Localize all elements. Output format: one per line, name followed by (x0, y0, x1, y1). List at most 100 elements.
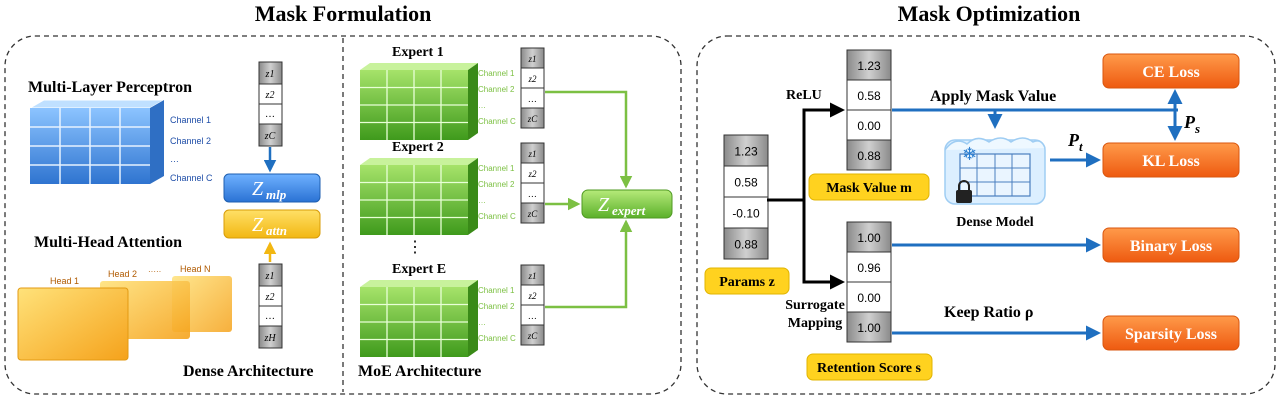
optimization-arrows (892, 89, 1183, 341)
expert-z-value: … (528, 311, 536, 321)
retention-label: Retention Score s (817, 361, 921, 376)
value-text: 0.00 (857, 291, 881, 305)
value-cell (846, 281, 892, 313)
apply-mask-label: Apply Mask Value (930, 88, 1056, 105)
z-top-1: z1 (265, 69, 275, 80)
params-label-box (704, 267, 790, 295)
value-text: 1.00 (857, 231, 881, 245)
params-column: 1.230.58-0.100.88 (723, 134, 769, 260)
value-text: 1.23 (734, 145, 758, 159)
svg-text:❄: ❄ (962, 144, 977, 164)
value-text: 0.58 (734, 176, 758, 190)
mha-label: Multi-Head Attention (34, 234, 182, 251)
z-bottom-ellipsis: … (265, 311, 275, 322)
expert-z-value: zC (527, 114, 539, 124)
expert-channel-label: Channel C (478, 334, 516, 343)
value-text: 0.88 (857, 149, 881, 163)
value-cell (723, 165, 769, 198)
expert-grid-top (360, 63, 478, 70)
retention-label-box (806, 353, 933, 381)
p-s-symbol: Ps (1183, 112, 1200, 136)
mask-value-column: 1.23 0.58 0.00 0.88 (846, 49, 892, 171)
z-column-channels (258, 61, 283, 147)
expert-channel-label: Channel C (478, 212, 516, 221)
ce-loss-box: CE Loss (1102, 53, 1240, 89)
head-n: Head N (180, 264, 211, 274)
p-t-symbol: Pt (1067, 130, 1083, 154)
expert-z-value: … (528, 94, 536, 104)
head-2: Head 2 (108, 269, 137, 279)
relu-label: ReLU (786, 88, 822, 103)
dense-model-icon: ❄ (944, 137, 1046, 205)
value-cell (846, 311, 892, 343)
head-1: Head 1 (50, 276, 79, 286)
expert-2: Expert 2 Channel 1 Channel 2 … Channel C z1 z2… (360, 140, 545, 235)
expert-z-cell (520, 202, 545, 224)
expert-channel-label: … (478, 318, 486, 327)
z-top-c: zC (264, 131, 276, 142)
z-attn-symbol: Z (252, 214, 264, 236)
expert-grid-side (468, 63, 478, 140)
value-cell (846, 251, 892, 283)
expert-z-value: zC (527, 209, 539, 219)
attention-heads-icon (17, 276, 232, 361)
expert-grid-top (360, 280, 478, 287)
value-cell (723, 134, 769, 167)
expert-z-value: z2 (527, 169, 537, 179)
expert-channel-label: … (478, 196, 486, 205)
value-text: 1.23 (857, 59, 881, 73)
value-text: 0.00 (857, 119, 881, 133)
value-cell (846, 109, 892, 141)
z-attn-subscript: attn (266, 223, 287, 238)
z-expert-box (581, 189, 673, 219)
value-cell (846, 221, 892, 253)
kl-loss-box: KL Loss (1102, 142, 1240, 178)
z-mlp-box (223, 173, 321, 203)
value-text: 0.58 (857, 89, 881, 103)
optimization-panel (696, 35, 1276, 395)
value-cell (846, 79, 892, 111)
expert-z-value: z1 (527, 271, 536, 281)
mlp-channel-2: Channel 2 (170, 136, 211, 146)
expert-label: Expert 1 (392, 45, 444, 60)
value-text: -0.10 (732, 207, 760, 221)
expert-channel-label: Channel 2 (478, 180, 515, 189)
dense-model-label: Dense Model (956, 215, 1033, 230)
kl-loss-label: KL Loss (1142, 153, 1199, 170)
binary-loss-label: Binary Loss (1130, 238, 1212, 255)
expert-grid-side (468, 158, 478, 235)
z-bottom-2: z2 (265, 292, 275, 303)
mlp-label: Multi-Layer Perceptron (28, 79, 192, 96)
z-mlp-symbol: Z (252, 178, 264, 200)
z-column-heads (258, 263, 283, 349)
expert-channel-label: Channel 2 (478, 85, 515, 94)
formulation-panel (4, 35, 682, 395)
binary-loss-box: Binary Loss (1102, 227, 1240, 263)
z-top-ellipsis: … (265, 109, 275, 120)
expert-z-value: z1 (527, 149, 536, 159)
expert-label: Expert E (392, 262, 446, 277)
expert-z-cell (520, 324, 545, 346)
expert-grid-side (468, 280, 478, 357)
expert-vertical-ellipsis: ⋮ (407, 239, 423, 256)
surrogate-label-line1: Surrogate (785, 298, 845, 313)
value-cell (846, 49, 892, 81)
expert-z-value: z2 (527, 291, 537, 301)
expert-channel-label: … (478, 101, 486, 110)
expert-label: Expert 2 (392, 140, 444, 155)
retention-score-column: 1.000.960.001.00 (846, 221, 892, 343)
formulation-title: Mask Formulation (255, 1, 432, 26)
mlp-grid-icon (28, 99, 166, 184)
params-label: Params z (719, 275, 775, 290)
value-cell (723, 196, 769, 229)
z-expert-symbol: Z (598, 194, 610, 216)
experts-layer: Expert 1 Channel 1 Channel 2 … Channel C z1 z2… (360, 45, 545, 357)
optimization-title: Mask Optimization (898, 1, 1081, 26)
keep-ratio-label: Keep Ratio ρ (944, 304, 1033, 321)
sparsity-loss-label: Sparsity Loss (1125, 326, 1217, 343)
expert-channel-label: Channel 1 (478, 164, 515, 173)
z-bottom-h: zH (263, 333, 276, 344)
